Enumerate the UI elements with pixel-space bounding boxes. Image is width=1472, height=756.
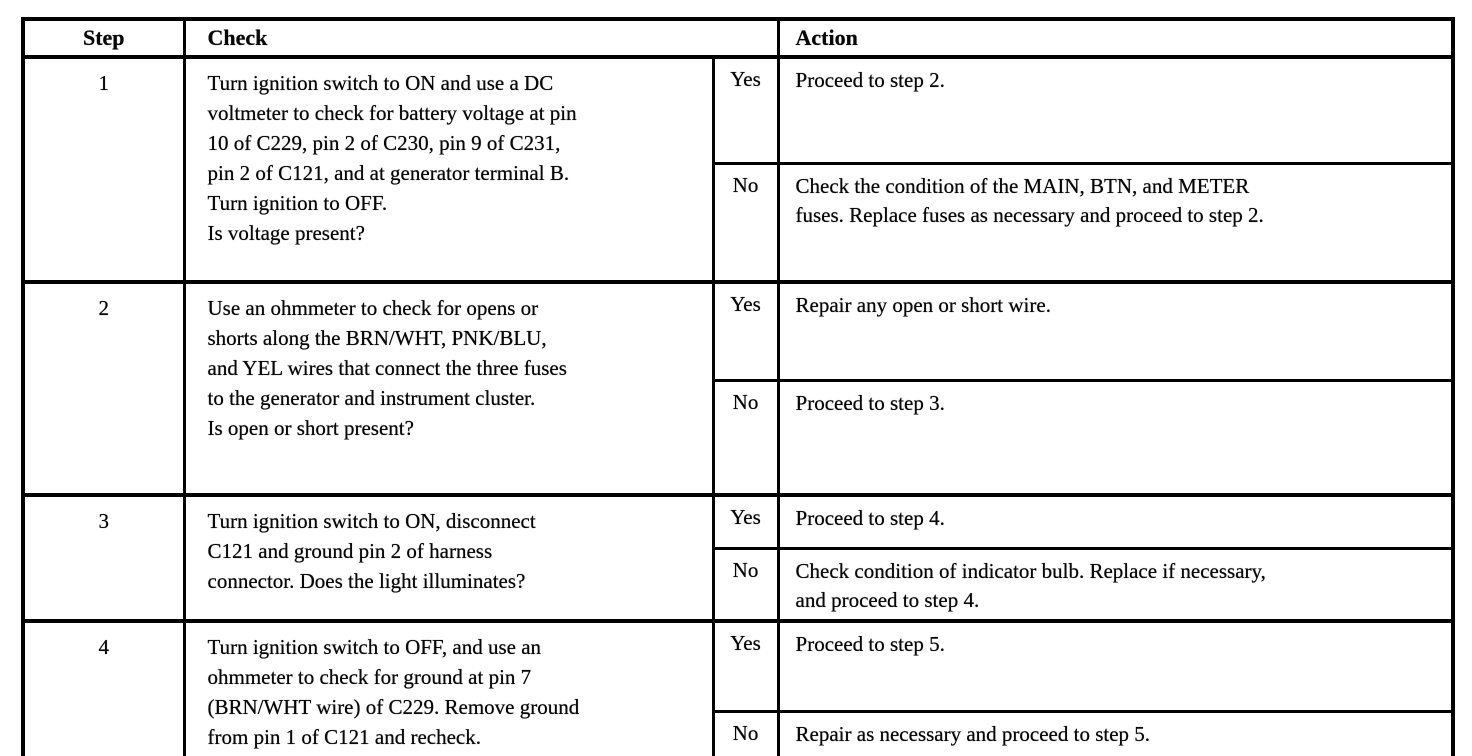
text-line: from pin 1 of C121 and recheck.: [207, 725, 482, 749]
text-line: Proceed to step 3.: [795, 391, 945, 415]
text-line: Check condition of indicator bulb. Repla…: [795, 559, 1266, 583]
text-line: pin 2 of C121, and at generator terminal…: [207, 161, 570, 185]
no-cell: No: [711, 162, 780, 284]
yes-cell: Yes: [711, 280, 780, 382]
step-number-cell: 3: [21, 493, 186, 623]
text-line: to the generator and instrument cluster.: [207, 386, 536, 410]
header-step: Step: [21, 17, 186, 59]
text-line: Turn ignition switch to ON and use a DC: [207, 71, 554, 95]
step-number-cell: 4: [21, 619, 186, 756]
action-yes-cell: Repair any open or short wire.: [776, 280, 1455, 382]
action-yes-cell: Proceed to step 4.: [776, 493, 1455, 550]
text-line: Is voltage present?: [207, 221, 365, 245]
text-line: Proceed to step 4.: [795, 506, 945, 530]
text-line: shorts along the BRN/WHT, PNK/BLU,: [207, 326, 547, 350]
action-no-cell: Check condition of indicator bulb. Repla…: [776, 547, 1455, 623]
text-line: Proceed to step 2.: [795, 68, 945, 92]
check-cell: Turn ignition switch to OFF, and use an o…: [182, 619, 715, 756]
step-number-cell: 1: [21, 55, 186, 284]
no-cell: No: [711, 710, 780, 756]
yes-cell: Yes: [711, 493, 780, 550]
text-line: Check the condition of the MAIN, BTN, an…: [795, 174, 1250, 198]
action-no-cell: Check the condition of the MAIN, BTN, an…: [776, 162, 1455, 284]
text-line: Is ground present?: [208, 752, 702, 756]
text-line: fuses. Replace fuses as necessary and pr…: [795, 203, 1264, 227]
no-cell: No: [711, 379, 780, 497]
table-row: 4 Turn ignition switch to OFF, and use a…: [21, 619, 1455, 756]
text-line: Turn ignition to OFF.: [207, 191, 388, 215]
text-line: Is open or short present?: [207, 416, 414, 440]
table-row: 2 Use an ohmmeter to check for opens or s…: [21, 280, 1455, 497]
table-row: No Repair as necessary and proceed to st…: [23, 710, 1455, 756]
header-check: Check: [182, 17, 780, 59]
text-line: connector. Does the light illuminates?: [207, 569, 526, 593]
table-row: No Check the condition of the MAIN, BTN,…: [23, 162, 1455, 284]
table-row: 1 Turn ignition switch to ON and use a D…: [21, 55, 1455, 284]
text-line: ohmmeter to check for ground at pin 7: [207, 665, 532, 689]
header-action: Action: [776, 17, 1455, 59]
action-no-cell: Repair as necessary and proceed to step …: [776, 710, 1455, 756]
text-line: Proceed to step 5.: [795, 632, 945, 656]
text-line: C121 and ground pin 2 of harness: [207, 539, 493, 563]
text-line: (BRN/WHT wire) of C229. Remove ground: [207, 695, 580, 719]
step-number-cell: 2: [21, 280, 186, 497]
no-cell: No: [711, 547, 780, 623]
text-line: voltmeter to check for battery voltage a…: [207, 101, 577, 125]
table-row: No Proceed to step 3.: [23, 379, 1455, 497]
action-no-cell: Proceed to step 3.: [776, 379, 1455, 497]
table-row: 3 Turn ignition switch to ON, disconnect…: [21, 493, 1455, 623]
troubleshooting-table: Step Check Action 1 Turn ignition switch…: [21, 17, 1456, 756]
text-line: and YEL wires that connect the three fus…: [207, 356, 567, 380]
table-header-row: Step Check Action: [21, 17, 1455, 59]
action-yes-cell: Proceed to step 5.: [776, 619, 1455, 713]
action-yes-cell: Proceed to step 2.: [776, 55, 1455, 165]
text-line: 10 of C229, pin 2 of C230, pin 9 of C231…: [207, 131, 561, 155]
check-cell: Use an ohmmeter to check for opens or sho…: [182, 280, 715, 497]
text-line: and proceed to step 4.: [795, 588, 980, 612]
text-line: Turn ignition switch to OFF, and use an: [207, 635, 542, 659]
text-line: Repair any open or short wire.: [795, 293, 1051, 317]
text-line: Turn ignition switch to ON, disconnect: [207, 509, 536, 533]
text-line: Repair as necessary and proceed to step …: [795, 722, 1151, 746]
check-cell: Turn ignition switch to ON and use a DC v…: [182, 55, 715, 284]
yes-cell: Yes: [711, 619, 780, 713]
text-line: Use an ohmmeter to check for opens or: [207, 296, 539, 320]
table-row: No Check condition of indicator bulb. Re…: [23, 547, 1455, 623]
yes-cell: Yes: [711, 55, 780, 165]
